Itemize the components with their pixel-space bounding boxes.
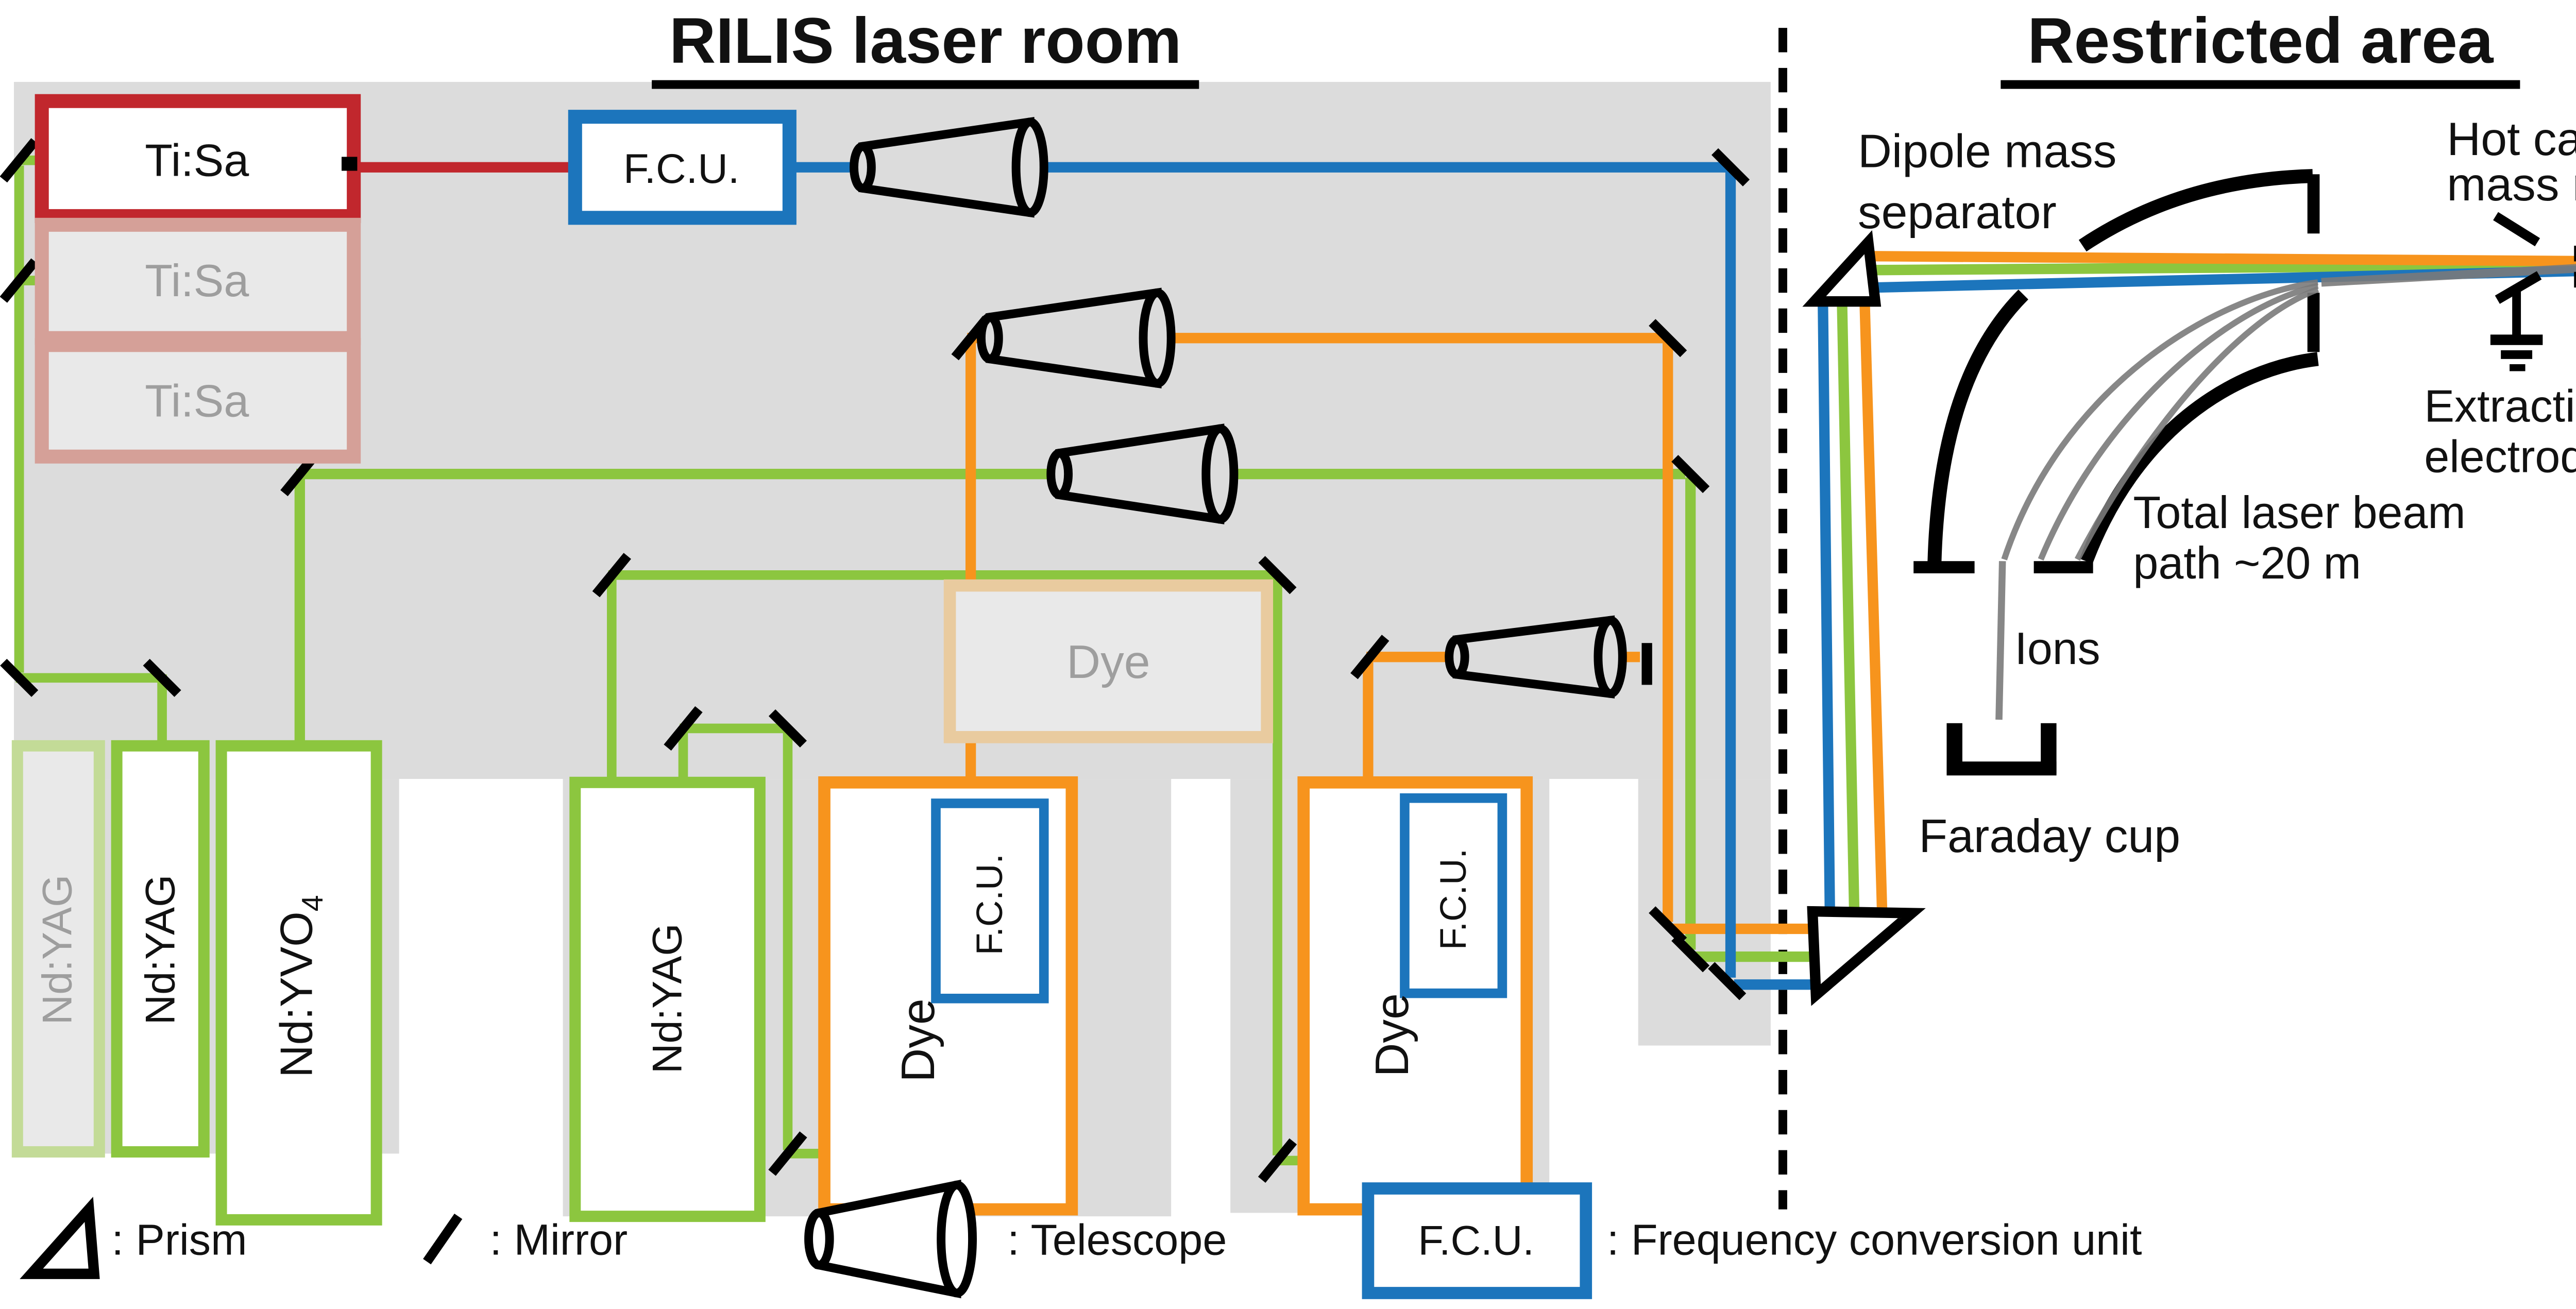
mirror-icon [664, 706, 703, 751]
mirror-icon [1708, 962, 1747, 1000]
beam-combiner-plate [1641, 643, 1652, 685]
laser-box-ndyag-2 [111, 740, 210, 1158]
restricted-area-title: Restricted area [2027, 5, 2494, 77]
mirror-icon [592, 553, 631, 598]
legend-prism-label: : Prism [111, 1215, 247, 1264]
mirror-icon [1649, 319, 1687, 358]
tisa-1-label: Ti:Sa [145, 135, 249, 186]
mirrors [0, 138, 1750, 1183]
separator-entrance-plate-bottom [2307, 293, 2320, 352]
separator-outer-arc-top [2078, 169, 2313, 252]
mirror-icon [0, 258, 39, 303]
separator-exit-plate-right [2033, 561, 2093, 573]
dipole-separator-label-line1: Dipole mass [1858, 125, 2116, 178]
mirror-icon [1258, 556, 1297, 594]
legend-mirror-label: : Mirror [490, 1215, 628, 1264]
tisa-3-label: Ti:Sa [145, 375, 249, 426]
ion-trajectories [1995, 264, 2576, 720]
hot-cavity-label-line1: Hot cavity with [2447, 113, 2576, 165]
laser-box-dye-inactive [943, 579, 1274, 743]
ndyag-faded-label: Nd:YAG [35, 875, 81, 1025]
mirror-icon [1258, 1138, 1297, 1183]
laser-room-title: RILIS laser room [669, 5, 1181, 77]
laser-box-ndyag-4 [569, 776, 766, 1222]
fcu-box-top [568, 110, 796, 225]
faraday-cup-icon [1946, 723, 2057, 776]
telescope-icon-small [1445, 615, 1652, 699]
mirror-icon [0, 138, 39, 183]
laser-box-ndyvo4 [215, 740, 382, 1226]
dye-1-fcu-label: F.C.U. [970, 854, 1010, 955]
mirror-icon [1671, 455, 1710, 494]
laser-box-tisa-3-inactive [35, 338, 361, 464]
laser-room-title-underline [652, 80, 1199, 89]
mirror-icon [1711, 148, 1750, 186]
legend-fcu-desc: : Frequency conversion unit [1607, 1215, 2142, 1264]
mirror-icon [1671, 934, 1710, 973]
hot-cavity-icon [2574, 245, 2576, 288]
ndyag-2-label: Nd:YAG [137, 875, 183, 1025]
laser-box-ndyag-inactive [11, 740, 105, 1158]
dipole-mass-separator [1913, 169, 2320, 573]
ions-label: Ions [2014, 623, 2100, 674]
extraction-electrode-icon [2493, 212, 2542, 304]
mirror-icon-legend [423, 1213, 463, 1265]
prism-icon-lower [1807, 906, 1926, 1006]
mirror-icon [0, 658, 39, 697]
separator-entrance-plate-top [2307, 174, 2320, 234]
mirror-icon [768, 709, 807, 747]
extraction-electrode-label-line1: Extraction [2424, 381, 2576, 432]
ground-icon [2490, 289, 2543, 371]
dye-2-label: Dye [1366, 993, 1418, 1077]
legend: : Prism : Mirror : Telescope F.C.U. : Fr… [20, 1179, 2142, 1299]
faraday-cup-label: Faraday cup [1919, 810, 2180, 862]
telescope-icon-orange [977, 287, 1176, 388]
mirror-icon [951, 316, 990, 361]
hot-cavity-label-line2: mass markers [2447, 158, 2576, 211]
prism-icon-legend [20, 1197, 100, 1279]
mirror-icon [1350, 635, 1389, 679]
prism-icon-upper [1802, 230, 1882, 307]
ion-beam-to-faraday-cup [1995, 561, 2006, 720]
tisa-2-label: Ti:Sa [145, 255, 249, 306]
telescope-icon-blue [850, 117, 1048, 218]
dye-faded-label: Dye [1066, 636, 1150, 688]
separator-inner-arc [2079, 352, 2319, 564]
ndyvo4-label: Nd:YVO4 [271, 895, 329, 1078]
blue-tisa-beams [789, 162, 2576, 990]
beam-path-label-line2: path ~20 m [2133, 537, 2361, 588]
mirror-icon [143, 658, 181, 697]
dye-1-label: Dye [892, 998, 944, 1082]
mirror-icon [768, 1131, 807, 1176]
legend-telescope-label: : Telescope [1007, 1215, 1227, 1264]
separator-outer-arc-bottom [1927, 290, 2028, 563]
legend-fcu-box-label: F.C.U. [1418, 1218, 1534, 1264]
beam-path-label-line1: Total laser beam [2133, 487, 2465, 538]
telescope-icon-green [1046, 423, 1239, 524]
fcu-top-label: F.C.U. [623, 146, 739, 192]
tisa-output-port [342, 157, 358, 171]
fcu-box-dye-2 [1400, 793, 1507, 998]
ndyag-4-label: Nd:YAG [645, 923, 691, 1074]
dye-2-fcu-label: F.C.U. [1433, 848, 1474, 950]
restricted-area-title-underline [2001, 80, 2520, 89]
fcu-box-dye-1 [931, 798, 1049, 1004]
telescope-icon-legend [804, 1179, 977, 1299]
fcu-box-legend [1362, 1182, 1592, 1299]
dipole-separator-label-line2: separator [1858, 186, 2057, 239]
separator-exit-plate-left [1913, 561, 1975, 573]
extraction-electrode-label-line2: electrode [2424, 431, 2576, 482]
